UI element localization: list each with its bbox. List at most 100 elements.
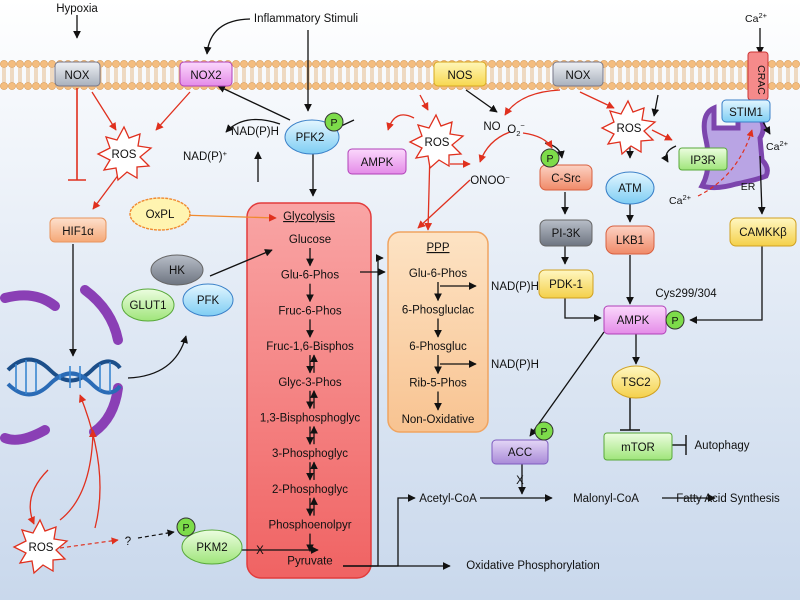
question-label: ? <box>125 536 131 548</box>
pfk2-node <box>284 119 340 155</box>
ros-left-label: ROS <box>112 149 137 161</box>
glycolysis-step: Glu-6-Phos <box>281 270 339 282</box>
glut1-node <box>121 288 175 322</box>
acc-box <box>491 439 549 465</box>
nox-left-box <box>54 61 101 87</box>
ampk-left-box <box>347 148 407 175</box>
cys-site-label: Cys299/304 <box>655 288 717 300</box>
glycolysis-step: 2-Phosphoglyc <box>272 484 348 496</box>
cell-membrane <box>0 60 800 90</box>
ros-right-label: ROS <box>617 123 642 135</box>
camkkb-label: CAMKKβ <box>739 227 787 239</box>
autophagy-label: Autophagy <box>695 440 750 452</box>
ppp-step: Non-Oxidative <box>402 414 475 426</box>
glycolysis-step: Phosphoenolpyr <box>268 520 351 532</box>
hk-label: HK <box>169 265 185 277</box>
mtor-label: mTOR <box>621 442 655 454</box>
pkm2-label: PKM2 <box>196 542 227 554</box>
acc-label: ACC <box>508 447 532 459</box>
pfk2-phospho-label: P <box>330 117 337 129</box>
ros-starburst-bottom <box>12 518 69 575</box>
nadp-plus-label: NAD(P)+ <box>183 149 228 163</box>
nox-right-box <box>552 61 604 87</box>
acc-phospho-badge <box>534 421 554 441</box>
pfk-node <box>182 283 234 317</box>
ampk-phospho-badge <box>665 310 685 330</box>
peroxynitrite-label: ONOO− <box>470 173 510 187</box>
glut1-label: GLUT1 <box>129 300 166 312</box>
ros-starburst-mid <box>408 113 465 170</box>
nadph-top-label: NAD(P)H <box>231 126 279 138</box>
ppp-step: Rib-5-Phos <box>409 378 467 390</box>
inflammatory-stimuli-label: Inflammatory Stimuli <box>254 13 358 25</box>
superoxide-label: O2− <box>507 121 525 138</box>
ip3r-label: IP3R <box>690 155 716 167</box>
pkm2-node <box>181 529 243 565</box>
glycolysis-steps: GlucoseGlu-6-PhosFruc-6-PhosFruc-1,6-Bis… <box>260 234 361 567</box>
hif1a-label: HIF1α <box>62 226 94 238</box>
tsc2-label: TSC2 <box>621 377 650 389</box>
ampk-main-label: AMPK <box>617 315 650 327</box>
ca-extracellular-label: Ca2+ <box>745 11 768 25</box>
fatty-acid-synthesis-label: Fatty Acid Synthesis <box>676 493 780 505</box>
nox-left-label: NOX <box>65 70 90 82</box>
ppp-title: PPP <box>426 242 449 254</box>
hk-node <box>150 254 204 286</box>
csrc-box <box>539 164 593 191</box>
glycolysis-title: Glycolysis <box>283 211 335 223</box>
ros-starburst-left <box>96 125 153 182</box>
ppp-nadph-1: NAD(P)H <box>491 281 539 293</box>
oxphos-label: Oxidative Phosphorylation <box>466 560 600 572</box>
nox-right-label: NOX <box>566 70 591 82</box>
stim1-label: STIM1 <box>729 107 763 119</box>
hif1a-box <box>49 217 107 243</box>
dna-icon <box>6 357 122 397</box>
atm-label: ATM <box>618 183 641 195</box>
tsc2-node <box>611 365 661 399</box>
ppp-step: Glu-6-Phos <box>409 268 467 280</box>
pdk1-label: PDK-1 <box>549 279 583 291</box>
csrc-label: C-Src <box>551 173 581 185</box>
ros-mid-label: ROS <box>425 137 450 149</box>
no-label: NO <box>483 121 500 133</box>
oxpl-node <box>129 197 191 231</box>
pfk-label: PFK <box>197 295 220 307</box>
csrc-phospho-badge <box>540 148 560 168</box>
pdk1-box <box>538 269 594 299</box>
ppp-step: 6-Phosgluc <box>409 341 467 353</box>
glycolysis-step: Glyc-3-Phos <box>278 377 342 389</box>
er-label: ER <box>741 181 756 193</box>
ppp-step: 6-Phosgluclac <box>402 305 474 317</box>
ros-starburst-right <box>600 99 657 156</box>
pkm2-phospho-badge <box>176 517 196 537</box>
glycolysis-step: Fruc-1,6-Bisphos <box>266 341 354 353</box>
nox2-box <box>179 61 233 87</box>
ampk-phospho-label: P <box>671 315 678 327</box>
ca-cyto-label: Ca2+ <box>766 139 789 153</box>
ros-bottom-label: ROS <box>29 542 54 554</box>
pkm2-phospho-label: P <box>182 522 189 534</box>
ppp-nadph-2: NAD(P)H <box>491 359 539 371</box>
nucleus-envelope <box>0 285 123 445</box>
crac-label: CRAC <box>755 65 767 95</box>
glycolysis-step: Pyruvate <box>287 555 332 567</box>
ip3r-box <box>678 147 728 171</box>
csrc-phospho-label: P <box>546 153 553 165</box>
glycolysis-step: 1,3-Bisphosphoglyc <box>260 413 361 425</box>
glycolysis-step: Fruc-6-Phos <box>278 305 342 317</box>
nos-label: NOS <box>448 70 473 82</box>
pkm2-block-x: X <box>256 545 264 557</box>
lkb1-label: LKB1 <box>616 235 644 247</box>
stim1-box <box>721 99 771 123</box>
malonyl-coa-label: Malonyl-CoA <box>573 493 639 505</box>
glycolysis-step: Glucose <box>289 234 331 246</box>
pfk2-phospho-badge <box>324 112 344 132</box>
mtor-box <box>603 432 673 461</box>
ppp-steps: Glu-6-Phos 6-Phosgluclac 6-PhosglucRib-5-P… <box>402 268 475 426</box>
glycolysis-step: 3-Phosphoglyc <box>272 448 348 460</box>
nox2-label: NOX2 <box>190 70 221 82</box>
acc-phospho-label: P <box>540 426 547 438</box>
ca-er-label: Ca2+ <box>669 193 692 207</box>
pi3k-label: PI-3K <box>552 228 581 240</box>
